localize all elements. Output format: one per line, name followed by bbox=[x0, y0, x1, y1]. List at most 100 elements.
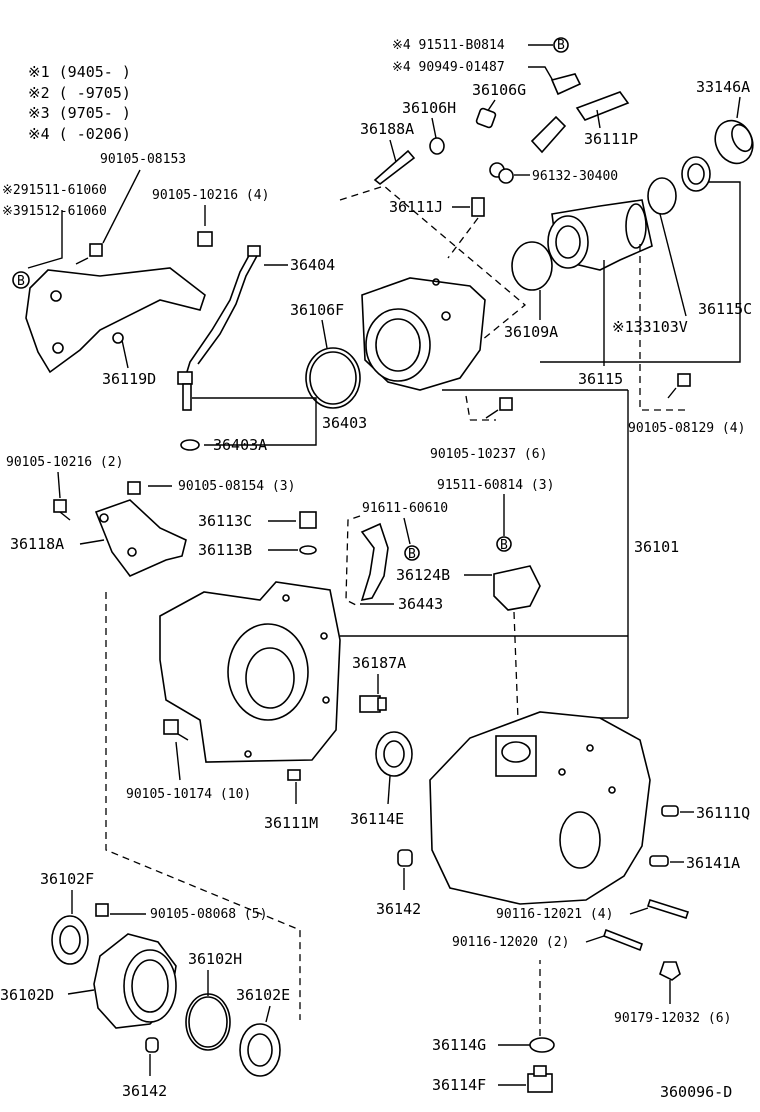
oil-receiver-icon bbox=[360, 522, 389, 602]
stud-bolt-icon bbox=[603, 928, 643, 952]
label-36115: 36115 bbox=[578, 370, 623, 388]
sensor-wire-icon bbox=[197, 253, 259, 365]
bolt-icon bbox=[95, 903, 109, 917]
sensor-body-icon bbox=[177, 371, 193, 385]
leader-line bbox=[102, 169, 141, 244]
label-291511-61060: ※291511-61060 bbox=[2, 183, 107, 198]
label-36111j: 36111J bbox=[389, 198, 443, 216]
phantom-outline bbox=[639, 244, 686, 411]
label-36111p: 36111P bbox=[584, 130, 638, 148]
stud-bolt-icon bbox=[646, 899, 690, 919]
bracket-hole-icon bbox=[52, 342, 64, 354]
bracket-36119d-icon bbox=[25, 267, 206, 374]
bolt-shank bbox=[667, 387, 677, 399]
hidden-line bbox=[513, 611, 519, 721]
retainer-bore-inner-icon bbox=[131, 959, 169, 1013]
bolt-icon bbox=[53, 499, 67, 513]
label-90105-08154-3: 90105-08154 (3) bbox=[178, 479, 295, 494]
b-marker-label: B bbox=[408, 547, 416, 562]
label-36101: 36101 bbox=[634, 538, 679, 556]
label-36113b: 36113B bbox=[198, 541, 252, 559]
leader-line bbox=[321, 319, 328, 349]
label-36404: 36404 bbox=[290, 256, 335, 274]
label-36106h: 36106H bbox=[402, 99, 456, 117]
label-90116-12020-2: 90116-12020 (2) bbox=[452, 935, 569, 950]
case-bore-inner-icon bbox=[245, 647, 295, 709]
label-36102d: 36102D bbox=[0, 986, 54, 1004]
label-90105-08153: 90105-08153 bbox=[100, 152, 186, 167]
b-marker-icon bbox=[496, 536, 512, 552]
b-marker-icon bbox=[404, 545, 420, 561]
nut-icon bbox=[659, 961, 681, 981]
middle-left-group: 90105-10216 (2) 90105-08154 (3) 36118A 3… bbox=[6, 455, 628, 1020]
leader-line bbox=[265, 1005, 271, 1023]
label-36124b: 36124B bbox=[396, 566, 450, 584]
leader-line bbox=[57, 471, 61, 499]
rear-extension-end-icon bbox=[625, 203, 647, 249]
bracket-36118a-icon bbox=[94, 499, 187, 577]
b-marker-label: B bbox=[17, 274, 25, 289]
label-90105-10237-6: 90105-10237 (6) bbox=[430, 447, 547, 462]
oil-seal-inner-icon bbox=[383, 740, 405, 768]
transmission-case-left-icon bbox=[159, 581, 341, 763]
label-90116-12021-4: 90116-12021 (4) bbox=[496, 907, 613, 922]
bolt-icon bbox=[127, 481, 141, 495]
pin-icon bbox=[649, 855, 669, 867]
housing-bore-inner-icon bbox=[375, 318, 421, 372]
rear-extension-bore-icon bbox=[547, 215, 589, 269]
leader-line bbox=[528, 66, 557, 87]
oil-seal-icon bbox=[681, 156, 711, 192]
o-ring-icon bbox=[429, 137, 445, 155]
leader-line bbox=[389, 139, 397, 163]
bracket-hole-icon bbox=[112, 332, 124, 344]
phantom-outline bbox=[105, 592, 301, 1020]
b-marker-icon bbox=[553, 37, 569, 53]
diagram-id: 360096-D bbox=[660, 1083, 732, 1101]
leader-line bbox=[175, 741, 181, 781]
label-90105-08129-4: 90105-08129 (4) bbox=[628, 421, 745, 436]
plug-icon bbox=[397, 849, 413, 867]
oil-seal-icon bbox=[51, 915, 89, 965]
gasket-ring-inner-icon bbox=[309, 351, 357, 405]
leader-line bbox=[121, 339, 129, 369]
bolt-icon bbox=[499, 397, 513, 411]
leader-line bbox=[629, 907, 649, 915]
b-marker-label: B bbox=[500, 538, 508, 553]
label-36114g: 36114G bbox=[432, 1036, 486, 1054]
bolt-hole-icon bbox=[244, 750, 252, 758]
o-ring-icon bbox=[180, 439, 200, 451]
label-96132-30400: 96132-30400 bbox=[532, 169, 618, 184]
leader-bracket bbox=[192, 397, 317, 446]
label-91511-b0814: ※4 91511-B0814 bbox=[392, 38, 505, 53]
oil-seal-icon bbox=[375, 731, 413, 777]
magnet-icon bbox=[377, 697, 387, 711]
bolt-icon bbox=[163, 719, 179, 735]
leader-line bbox=[387, 775, 391, 805]
label-91611-60610: 91611-60610 bbox=[362, 501, 448, 516]
breather-plug-icon bbox=[373, 149, 416, 186]
case-bore-icon bbox=[227, 623, 309, 721]
bolt-hole-icon bbox=[432, 278, 440, 286]
label-36102f: 36102F bbox=[40, 870, 94, 888]
label-391512-61060: ※391512-61060 bbox=[2, 204, 107, 219]
label-36141a: 36141A bbox=[686, 854, 740, 872]
label-36106g: 36106G bbox=[472, 81, 526, 99]
pin-icon bbox=[661, 805, 679, 817]
hidden-line bbox=[447, 217, 479, 259]
label-36403a: 36403A bbox=[213, 436, 267, 454]
bolt-head-icon bbox=[498, 168, 514, 184]
middle-right-group: 91511-60814 (3) B 91611-60610 B 36443 36… bbox=[345, 478, 750, 1094]
bolt-icon bbox=[677, 373, 691, 387]
hose-icon bbox=[530, 115, 567, 154]
bolt-shank bbox=[485, 409, 499, 419]
cover-plate-icon bbox=[493, 565, 541, 611]
o-ring-icon bbox=[299, 545, 317, 555]
magnet-icon bbox=[359, 695, 381, 713]
leader-line bbox=[403, 517, 411, 545]
legend-line-3: ※3 (9705- ) bbox=[28, 104, 131, 122]
transmission-case-main-icon bbox=[429, 711, 651, 905]
bracket-hole-icon bbox=[50, 290, 62, 302]
bolt-hole-icon bbox=[322, 696, 330, 704]
hidden-line bbox=[465, 395, 471, 421]
